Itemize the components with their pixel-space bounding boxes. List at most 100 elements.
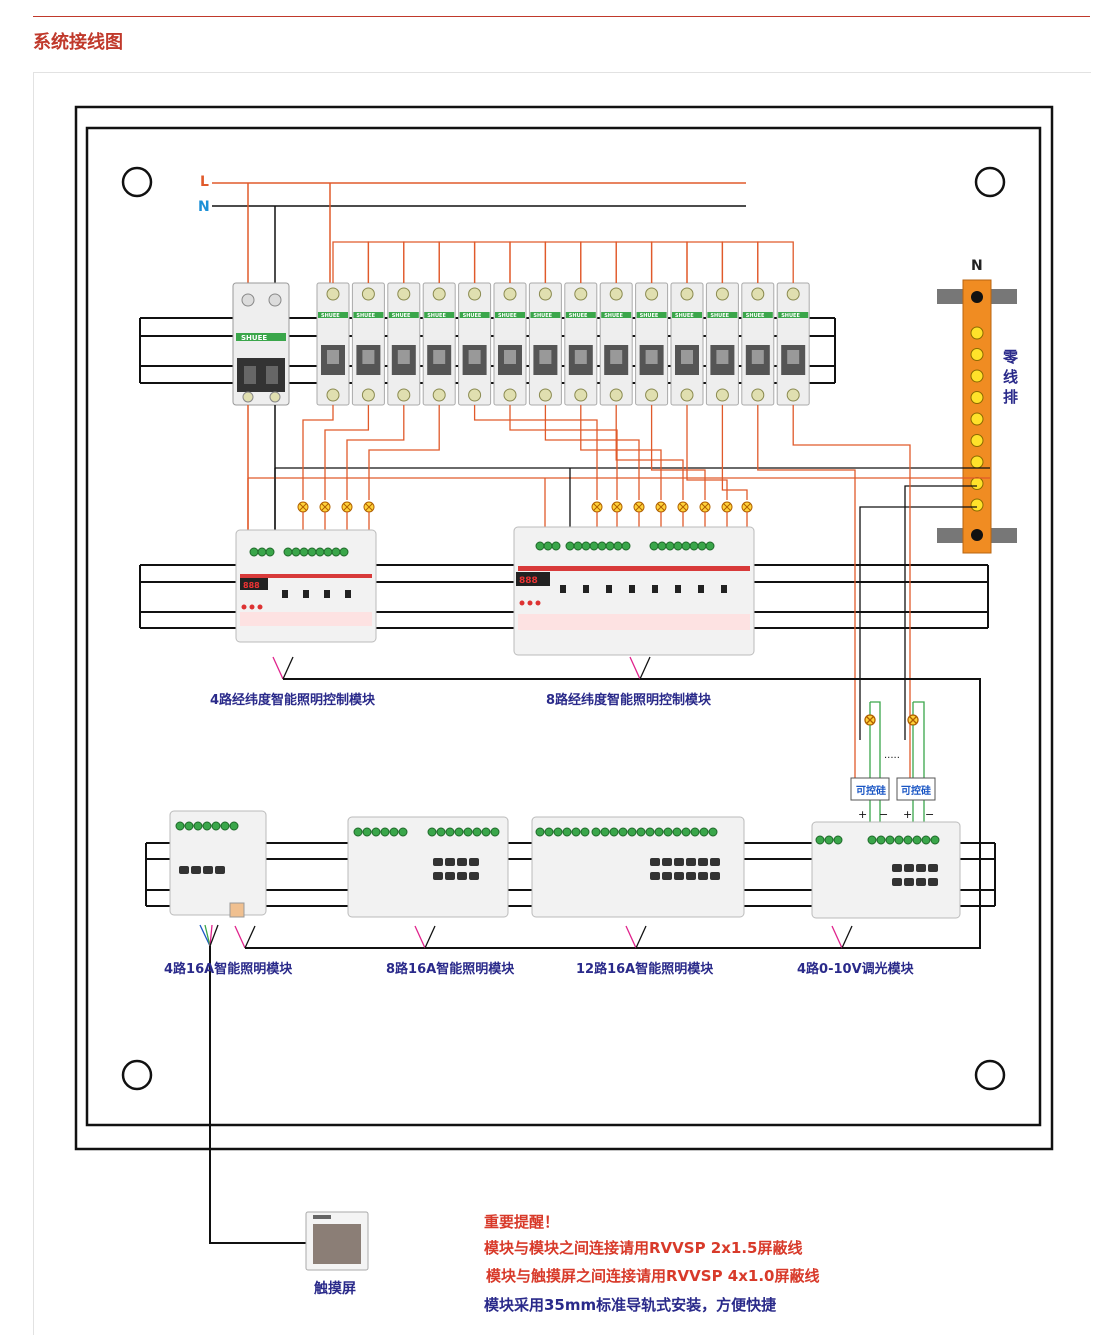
branch-breaker: SHUEE (351, 282, 385, 406)
breaker-jumper (615, 241, 653, 283)
module-terminal (824, 835, 834, 845)
load-wire (473, 405, 598, 500)
channel-key (457, 858, 467, 866)
module-terminal (876, 835, 886, 845)
module-terminal (649, 541, 659, 551)
module-terminal (535, 827, 545, 837)
module-terminal (894, 835, 904, 845)
module-terminal (339, 547, 349, 557)
module-terminal (665, 541, 675, 551)
breaker-brand-label: SHUEE (392, 313, 411, 319)
load-wire (580, 405, 662, 500)
dimmer-minus-right: − (925, 808, 934, 821)
module-terminal (323, 547, 333, 557)
ts-lead (209, 924, 213, 947)
ts-lead (209, 924, 219, 947)
load-wire (650, 405, 706, 500)
breaker-brand-label: SHUEE (463, 313, 482, 319)
dimmer-plus-right: + (903, 808, 912, 821)
relay-indicator (675, 585, 681, 593)
channel-key (445, 872, 455, 880)
channel-key (445, 858, 455, 866)
neutral-terminal (970, 391, 984, 404)
module-terminal (565, 541, 575, 551)
neutral-terminal (970, 477, 984, 490)
module-terminal (490, 827, 500, 837)
relay-indicator (303, 590, 309, 598)
module-terminal (681, 541, 691, 551)
module-terminal (663, 827, 673, 837)
module-terminal (463, 827, 473, 837)
module-terminal (283, 547, 293, 557)
relay-indicator (606, 585, 612, 593)
module-terminal (398, 827, 408, 837)
breaker-jumper (473, 241, 511, 283)
module-terminal (257, 547, 267, 557)
channel-key (469, 872, 479, 880)
relay-indicator (282, 590, 288, 598)
breaker-brand-label: SHUEE (356, 313, 375, 319)
lamp-symbol (611, 501, 623, 513)
channel-key (203, 866, 213, 874)
branch-breaker: SHUEE (564, 282, 598, 406)
branch-breaker: SHUEE (422, 282, 456, 406)
neutral-bar-n-label: N (971, 258, 983, 274)
branch-breaker: SHUEE (528, 282, 562, 406)
module-terminal (331, 547, 341, 557)
module-terminal (211, 821, 221, 831)
module-terminal (657, 541, 667, 551)
module-terminal (427, 827, 437, 837)
load-wire (686, 405, 728, 500)
lamp-symbol (591, 501, 603, 513)
module-terminal (609, 827, 619, 837)
module-terminal (930, 835, 940, 845)
module-terminal (708, 827, 718, 837)
bus-tap (414, 925, 436, 949)
module-terminal (481, 827, 491, 837)
load-wire (324, 405, 370, 500)
dimmer-lamp-symbol (864, 714, 876, 726)
module-terminal (220, 821, 230, 831)
bus-tap (272, 656, 294, 680)
neutral-terminal (970, 412, 984, 426)
neutral-bar-label-char: 线 (1003, 368, 1018, 386)
module-terminal (445, 827, 455, 837)
notes-heading: 重要提醒！ (484, 1213, 559, 1231)
breaker-brand-label: SHUEE (640, 313, 659, 319)
module-terminal (562, 827, 572, 837)
channel-key (916, 878, 926, 886)
channel-key (662, 858, 672, 866)
module-terminal (645, 827, 655, 837)
module-terminal (553, 827, 563, 837)
module-terminal (690, 827, 700, 837)
header-divider (33, 16, 1090, 17)
svg-text:888: 888 (519, 576, 538, 586)
lamp-symbol (319, 501, 331, 513)
load-wire (509, 405, 618, 500)
branch-breaker: SHUEE (741, 282, 775, 406)
module-terminal (591, 827, 601, 837)
module-terminal (184, 821, 194, 831)
cabinet-inner (85, 126, 1042, 1127)
breaker-brand-label: SHUEE (498, 313, 517, 319)
channel-key (650, 858, 660, 866)
breaker-jumper (438, 241, 476, 283)
lamp-symbol (341, 501, 353, 513)
module-terminal (621, 541, 631, 551)
module-terminal (454, 827, 464, 837)
channel-key (710, 872, 720, 880)
page-title: 系统接线图 (33, 32, 123, 53)
module-4ch-astro: 888 (235, 529, 377, 643)
relay-indicator (698, 585, 704, 593)
caption-4ch-astro: 4路经纬度智能照明控制模块 (210, 692, 376, 708)
branch-breaker: SHUEE (493, 282, 527, 406)
breaker-jumper (332, 241, 370, 283)
module-terminal (600, 827, 610, 837)
module-terminal (229, 821, 239, 831)
neutral-label: N (198, 199, 210, 215)
module-terminal (371, 827, 381, 837)
bus-tap (629, 656, 651, 680)
lamp-symbol (363, 501, 375, 513)
branch-breaker: SHUEE (635, 282, 669, 406)
channel-key (904, 864, 914, 872)
